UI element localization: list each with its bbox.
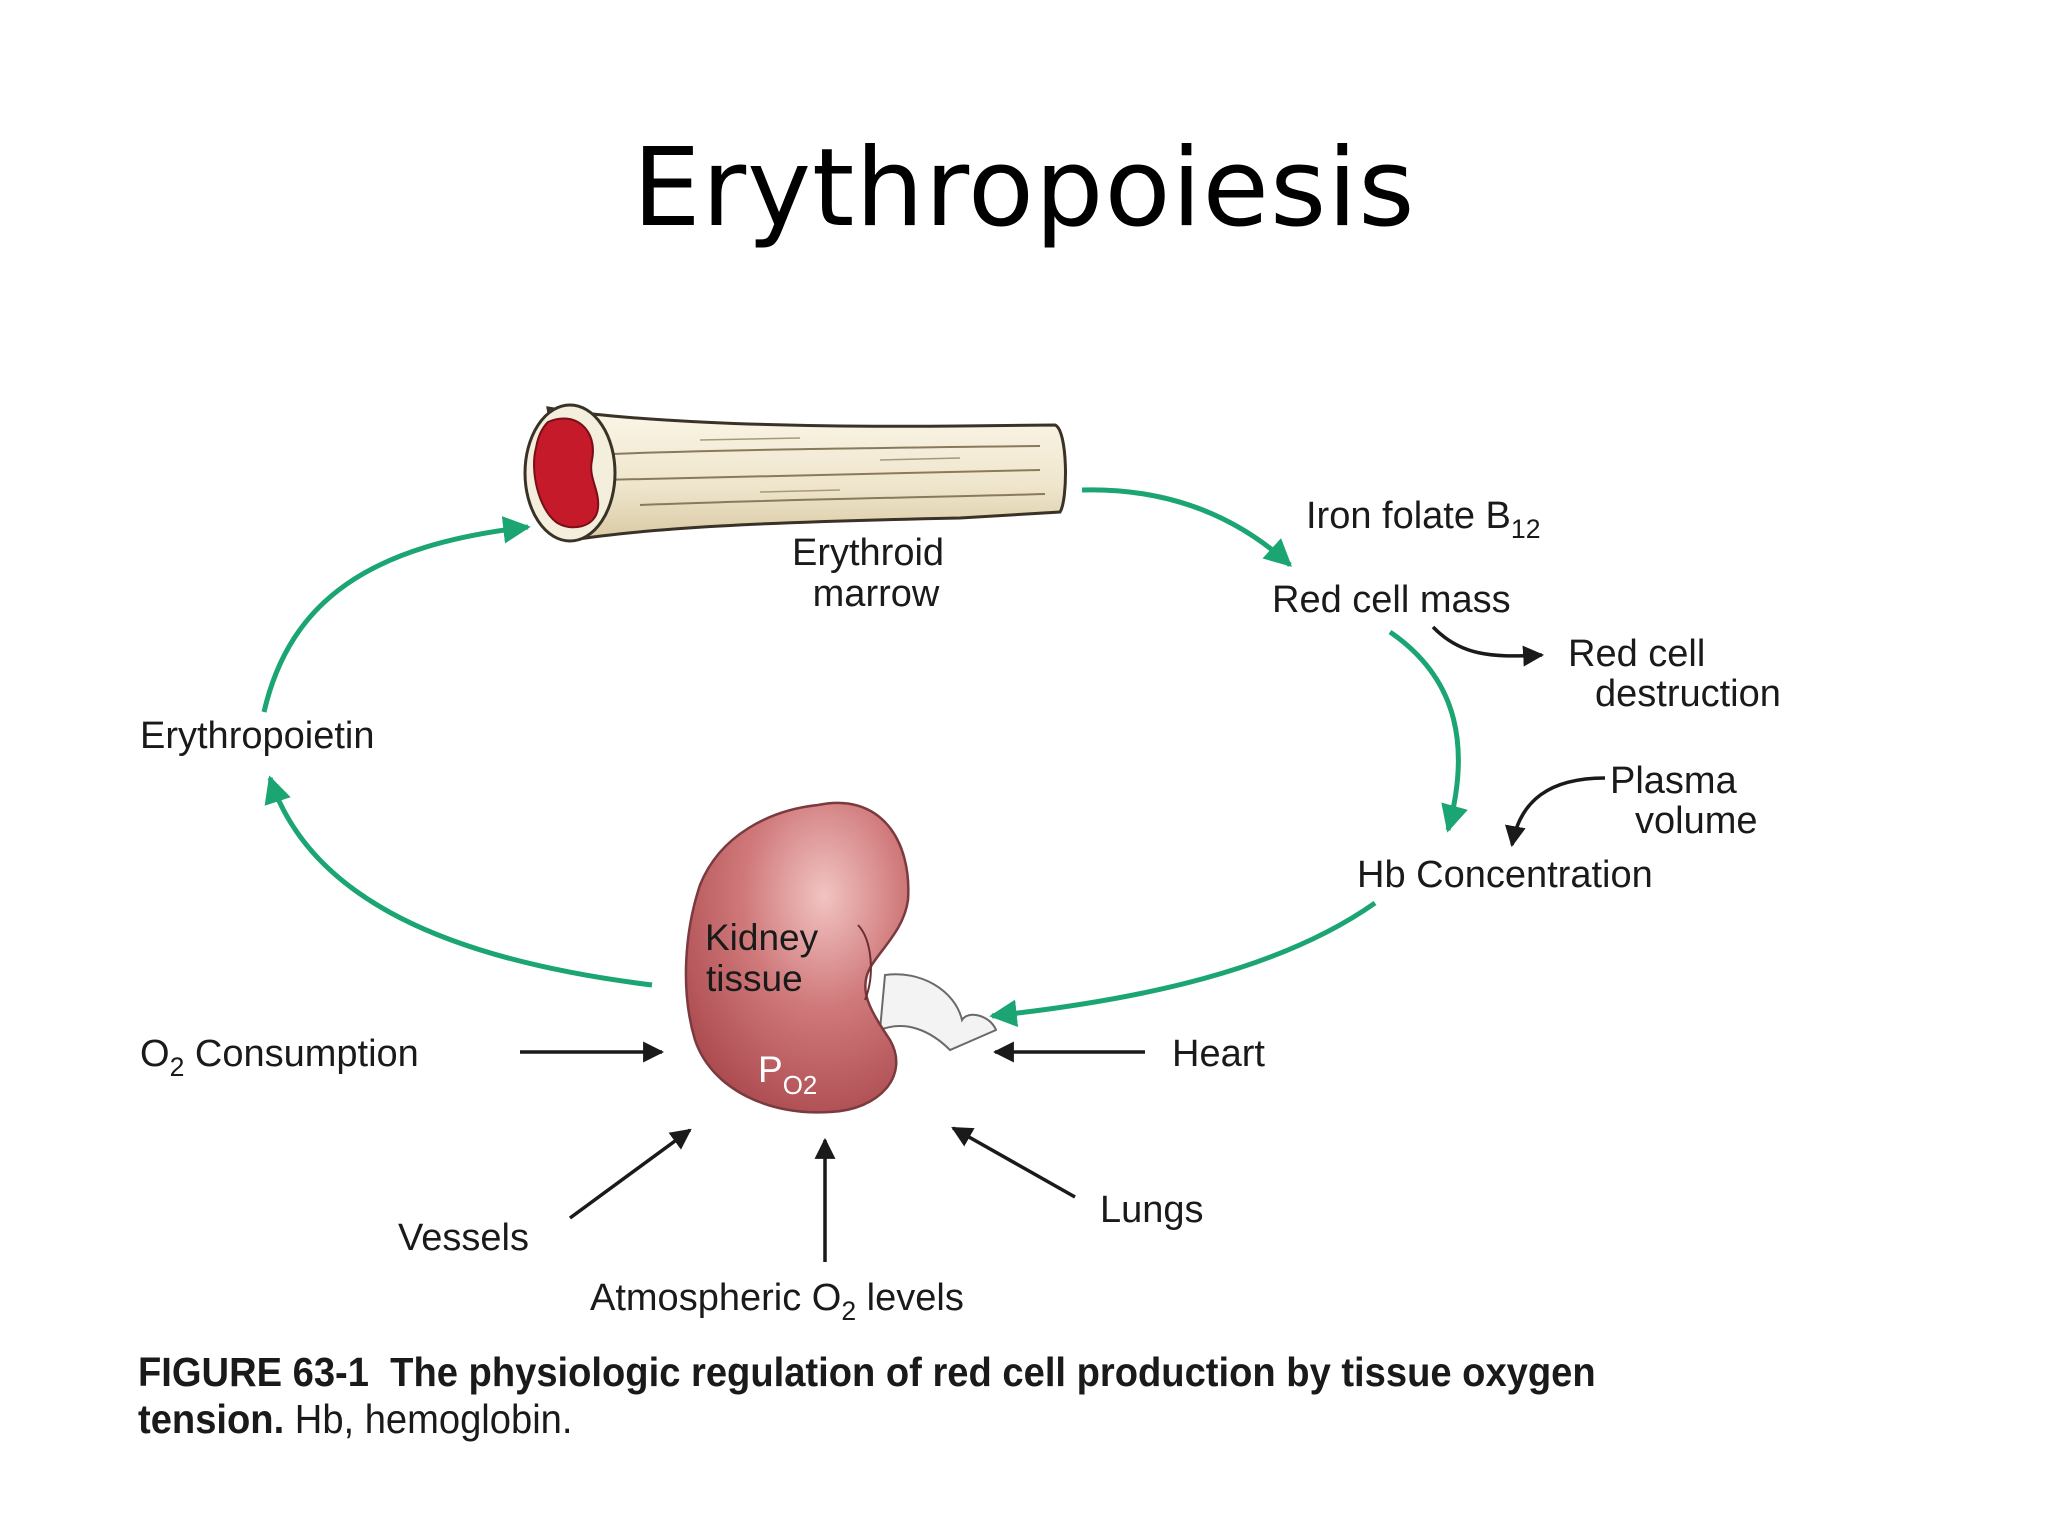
label-atmospheric-o2: Atmospheric O2 levels xyxy=(590,1277,964,1326)
arrow-hb-to-kidney xyxy=(989,900,1377,1028)
figure-caption: FIGURE 63-1 The physiologic regulation o… xyxy=(138,1349,1719,1443)
label-o2-consumption: O2 Consumption xyxy=(140,1033,419,1082)
label-marrow: marrow xyxy=(813,573,940,615)
label-hb-concentration: Hb Concentration xyxy=(1357,854,1653,896)
influence-arrows xyxy=(520,625,1606,1262)
arrow-red-cell-destruction xyxy=(1431,625,1545,667)
label-plasma: Plasma xyxy=(1610,760,1738,802)
label-iron-folate: Iron folate B12 xyxy=(1306,495,1541,544)
kidney-illustration xyxy=(684,801,998,1114)
label-red-cell-mass: Red cell mass xyxy=(1272,579,1511,621)
label-po2: PO2 xyxy=(758,1049,817,1100)
arrow-red-cell-mass-to-hb xyxy=(1388,629,1468,833)
label-lungs: Lungs xyxy=(1100,1189,1204,1231)
label-heart: Heart xyxy=(1172,1033,1265,1075)
arrow-plasma-volume xyxy=(1504,776,1606,848)
arrow-lungs xyxy=(951,1126,1076,1199)
arrow-erythropoietin-to-marrow xyxy=(261,516,531,713)
label-destruction: destruction xyxy=(1595,673,1781,715)
caption-normal-text: Hb, hemoglobin. xyxy=(294,1396,573,1442)
label-tissue: tissue xyxy=(706,958,803,999)
arrow-kidney-to-erythropoietin xyxy=(264,775,653,988)
label-red-cell: Red cell xyxy=(1568,633,1705,675)
arrow-marrow-to-red-cell-mass xyxy=(1081,487,1293,567)
label-kidney: Kidney xyxy=(705,917,819,958)
caption-bold-text: The physiologic regulation of red cell p… xyxy=(138,1349,1596,1442)
cycle-arrows xyxy=(261,487,1468,1028)
label-erythroid: Erythroid xyxy=(792,532,944,574)
caption-figure-number: FIGURE 63-1 xyxy=(138,1349,369,1395)
label-vessels: Vessels xyxy=(398,1217,529,1259)
arrow-vessels xyxy=(568,1128,692,1220)
slide-title: Erythropoiesis xyxy=(632,126,1416,251)
bone-marrow-illustration xyxy=(523,403,1067,543)
label-erythropoietin: Erythropoietin xyxy=(140,715,374,757)
label-volume: volume xyxy=(1635,800,1758,842)
